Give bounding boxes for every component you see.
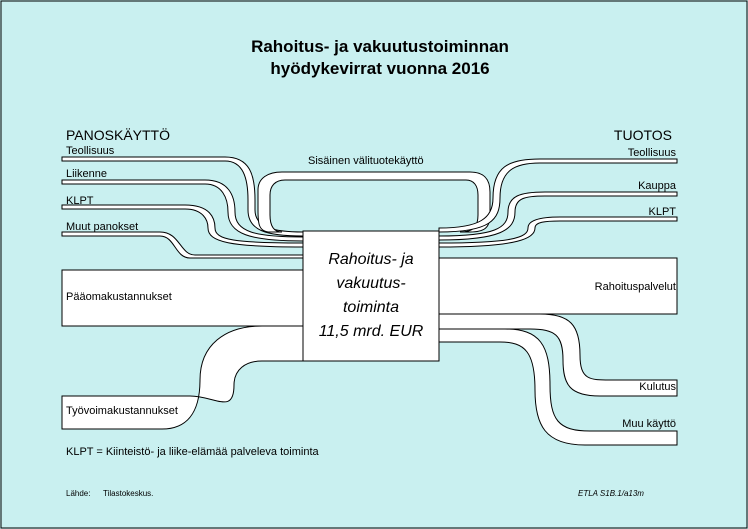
figure-code: ETLA S1B.1/a13m bbox=[578, 489, 644, 498]
internal-use-label: Sisäinen välituotekäyttö bbox=[308, 155, 424, 167]
title-line-1: Rahoitus- ja vakuutustoiminnan bbox=[251, 37, 509, 56]
central-line-4: 11,5 mrd. EUR bbox=[318, 323, 424, 340]
output-kulutus-label: Kulutus bbox=[639, 381, 676, 393]
central-line-3: toiminta bbox=[342, 299, 400, 316]
central-box bbox=[302, 230, 440, 362]
output-muu-kaytto-label: Muu käyttö bbox=[622, 418, 676, 430]
central-line-1: Rahoitus- ja bbox=[328, 251, 414, 268]
band-out-muu-kaytto bbox=[438, 328, 678, 446]
band-internal-loop bbox=[257, 171, 491, 233]
input-teollisuus-label: Teollisuus bbox=[66, 145, 115, 157]
band-out-kulutus bbox=[438, 313, 678, 397]
input-paaomakustannukset-label: Pääomakustannukset bbox=[66, 291, 172, 303]
central-box-text: Rahoitus- ja vakuutus- toiminta 11,5 mrd… bbox=[303, 231, 439, 361]
tuotos-heading: TUOTOS bbox=[613, 127, 672, 143]
band-out-teollisuus bbox=[438, 158, 678, 233]
input-muut-panokset-label: Muut panokset bbox=[66, 221, 139, 233]
output-kauppa-label: Kauppa bbox=[638, 180, 676, 192]
input-liikenne-label: Liikenne bbox=[66, 168, 107, 180]
source-label: Lähde: bbox=[66, 489, 91, 498]
source-value: Tilastokeskus. bbox=[103, 489, 154, 498]
input-klpt-label: KLPT bbox=[66, 195, 94, 207]
output-rahoituspalvelut-label: Rahoituspalvelut bbox=[594, 281, 676, 293]
panoskaytto-heading: PANOSKÄYTTÖ bbox=[66, 127, 170, 143]
central-line-2: vakuutus- bbox=[336, 275, 406, 292]
band-out-klpt bbox=[438, 216, 678, 248]
output-klpt-label: KLPT bbox=[648, 206, 676, 218]
band-out-kauppa bbox=[438, 191, 678, 241]
title-line-2: hyödykevirrat vuonna 2016 bbox=[270, 59, 490, 78]
output-teollisuus-label: Teollisuus bbox=[627, 147, 676, 159]
klpt-legend-note: KLPT = Kiinteistö- ja liike-elämää palve… bbox=[66, 446, 319, 458]
input-tyovoimakustannukset-label: Työvoimakustannukset bbox=[66, 405, 178, 417]
